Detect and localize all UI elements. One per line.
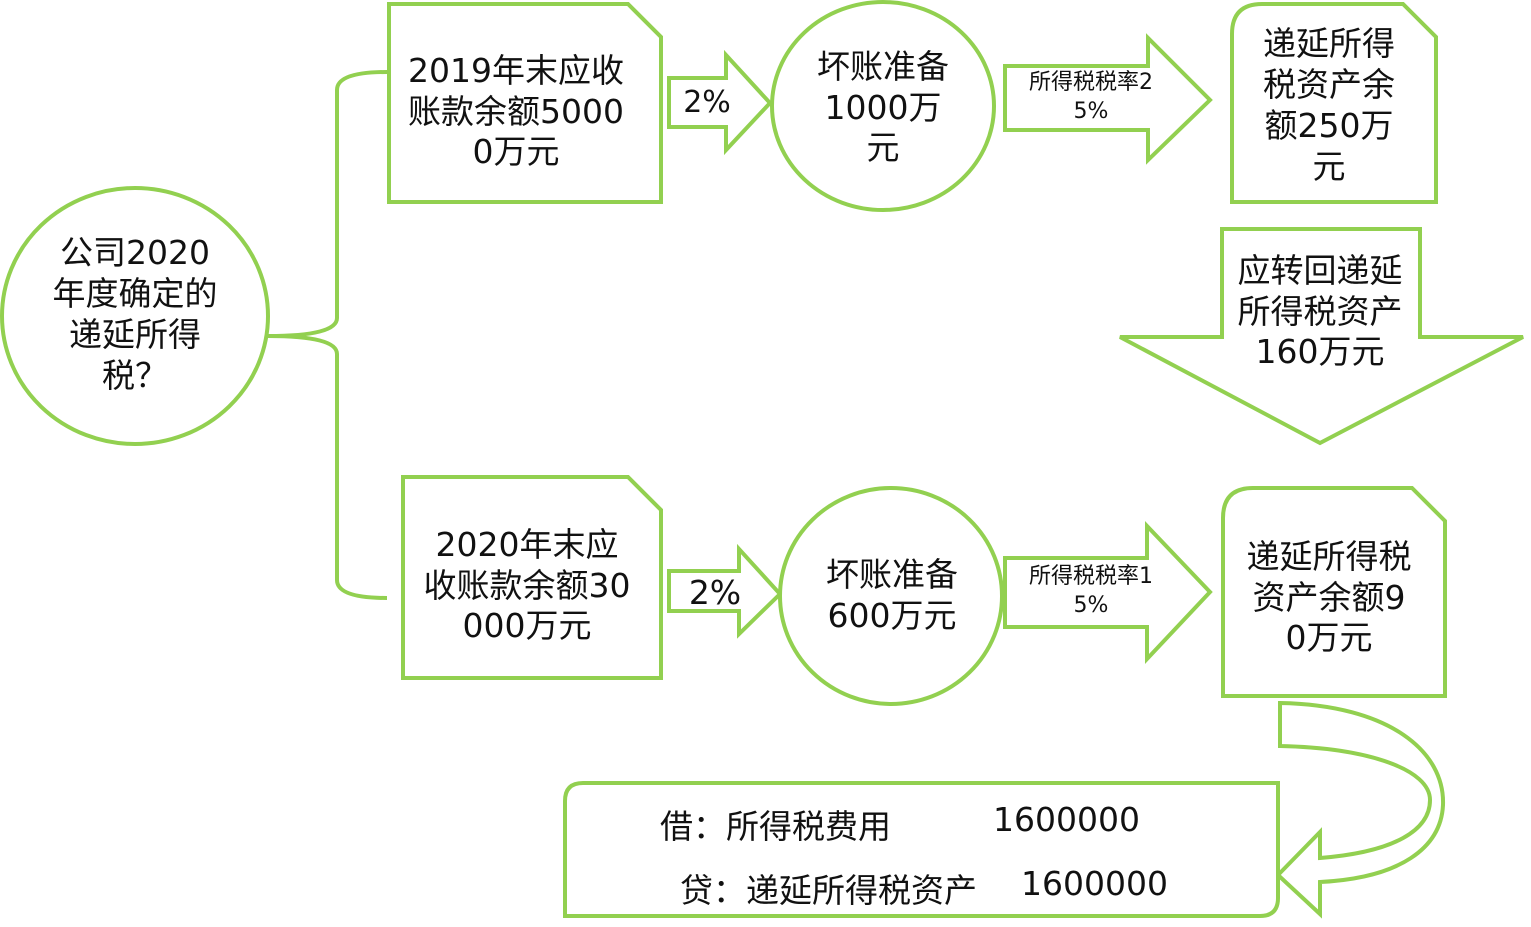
- rate-2019-label: 2%: [683, 85, 731, 121]
- curved-arrow-to-journal: [1275, 700, 1446, 919]
- brace-connector: [267, 70, 388, 600]
- allowance-2020-text: 坏账准备600万元: [826, 555, 958, 635]
- dta-2019-box: [1230, 2, 1438, 204]
- tax-rate-2020-label: 所得税税率15%: [1029, 564, 1153, 618]
- tax-rate-arrow-2: [1003, 521, 1213, 665]
- question-text: 公司2020年度确定的递延所得税？: [52, 233, 218, 395]
- receivable-2020-text: 2020年末应收账款余额30000万元: [423, 524, 631, 646]
- dta-2020-box: [1221, 486, 1447, 698]
- receivable-2019-text: 2019年末应收账款余额50000万元: [408, 50, 624, 172]
- receivable-2019-box: [387, 2, 663, 204]
- allowance-2020-circle: [778, 486, 1004, 706]
- reversal-text: 应转回递延所得税资产160万元: [1237, 250, 1403, 372]
- rate-arrow-2: [667, 543, 783, 639]
- credit-label: 贷：递延所得税资产: [680, 871, 977, 910]
- tax-rate-arrow-1: [1003, 33, 1213, 165]
- allowance-2019-text: 坏账准备1000万元: [817, 46, 949, 168]
- rate-2020-label: 2%: [688, 572, 742, 612]
- credit-amount: 1600000: [1021, 864, 1168, 903]
- reversal-down-arrow: [1119, 227, 1524, 446]
- question-circle: [0, 186, 270, 446]
- debit-label: 借：所得税费用: [660, 807, 891, 846]
- debit-amount: 1600000: [993, 800, 1140, 839]
- dta-2020-text: 递延所得税资产余额90万元: [1246, 536, 1412, 658]
- receivable-2020-box: [401, 475, 663, 680]
- dta-2019-text: 递延所得税资产余额250万元: [1263, 24, 1395, 186]
- rate-arrow-1: [667, 49, 773, 156]
- tax-rate-2019-label: 所得税税率25%: [1029, 70, 1153, 124]
- journal-entry-box: [563, 781, 1280, 918]
- allowance-2019-circle: [770, 0, 996, 212]
